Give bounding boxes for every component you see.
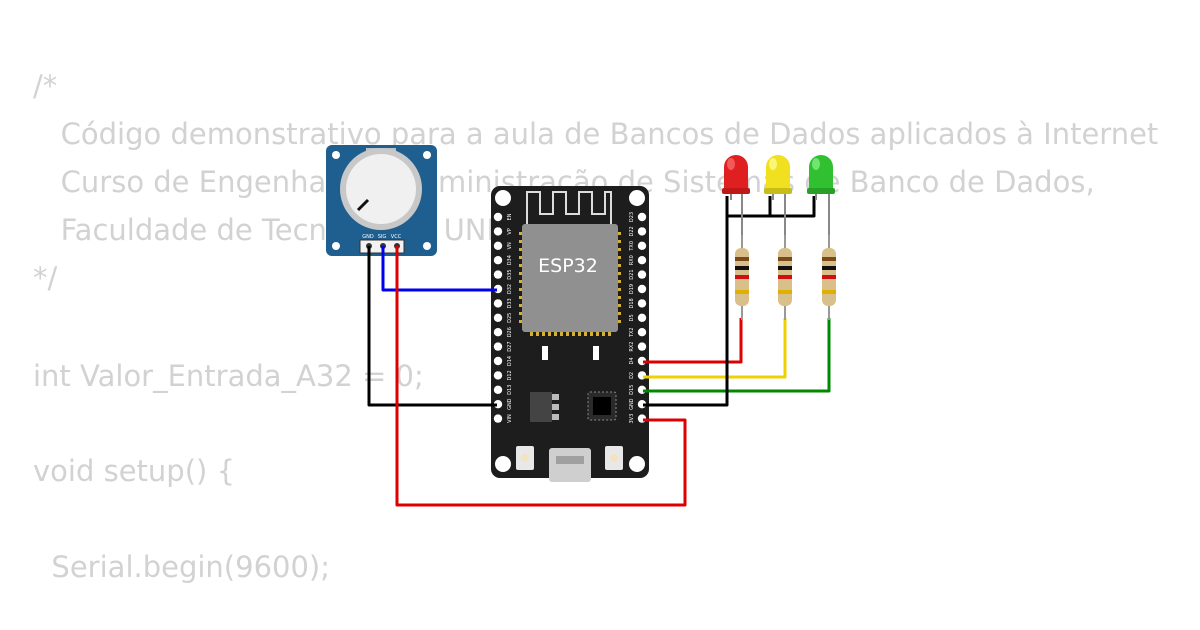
right-pin-tx2[interactable]: [637, 328, 647, 337]
left-pin-d13[interactable]: [493, 385, 503, 394]
pot-pin-label-vcc: VCC: [391, 234, 402, 240]
left-pin-label-d14: D14: [507, 356, 513, 366]
right-pin-tx0[interactable]: [637, 241, 647, 250]
left-pin-vn[interactable]: [493, 241, 503, 250]
left-pin-label-d25: D25: [507, 313, 513, 323]
esp32-module-shield: [522, 224, 618, 332]
code-line-comment-open: /*: [33, 69, 58, 103]
led-yellow[interactable]: [764, 155, 792, 235]
left-pin-label-vp: VP: [507, 228, 513, 234]
right-pin-rx0[interactable]: [637, 256, 647, 265]
usb-uart-chip: [587, 391, 617, 421]
code-line-comment-close: */: [33, 261, 58, 295]
code-line-serial-begin: Serial.begin(9600);: [33, 550, 331, 584]
left-pin-d26[interactable]: [493, 328, 503, 337]
left-pin-label-en: EN: [507, 213, 513, 220]
left-pin-label-gnd: GND: [507, 398, 513, 410]
wire-led-red[interactable]: [643, 318, 743, 364]
right-pin-label-d5: D5: [629, 314, 635, 321]
right-pin-label-3v3: 3V3: [629, 414, 635, 424]
right-pin-d19[interactable]: [637, 284, 647, 294]
right-pin-label-gnd: GND: [629, 398, 635, 410]
left-pin-d25[interactable]: [493, 313, 503, 322]
left-pin-d33[interactable]: [493, 299, 503, 308]
right-pin-label-d22: D22: [629, 226, 635, 236]
left-pin-d35[interactable]: [493, 270, 503, 279]
right-pin-label-d15: D15: [629, 385, 635, 395]
esp32-chip-label: ESP32: [538, 255, 598, 277]
left-pin-label-d34: D34: [507, 255, 513, 265]
wire-pot-sig[interactable]: [381, 246, 497, 292]
led-green[interactable]: [807, 155, 835, 235]
right-pin-label-d21: D21: [629, 269, 635, 279]
left-pin-en[interactable]: [493, 212, 503, 222]
left-pin-label-d27: D27: [507, 341, 513, 351]
left-pin-d14[interactable]: [493, 356, 503, 366]
left-pin-label-d12: D12: [507, 370, 513, 380]
left-pin-label-d13: D13: [507, 385, 513, 395]
potentiometer[interactable]: GND SIG VCC: [326, 145, 437, 256]
right-pin-d23[interactable]: [637, 212, 647, 222]
right-pin-d18[interactable]: [637, 299, 647, 308]
right-pin-label-d4: D4: [629, 357, 635, 364]
left-pin-vp[interactable]: [493, 227, 503, 236]
wire-led-yellow[interactable]: [643, 318, 787, 379]
led-red[interactable]: [722, 155, 750, 235]
right-pin-rx2[interactable]: [637, 342, 647, 351]
right-pin-label-rx2: RX2: [629, 342, 635, 352]
potentiometer-indicator: [356, 198, 370, 212]
left-pin-d12[interactable]: [493, 371, 503, 380]
right-pin-label-d23: D23: [629, 212, 635, 222]
wire-pot-gnd[interactable]: [367, 246, 497, 407]
right-pin-label-tx2: TX2: [629, 327, 635, 338]
pot-pin-label-sig: SIG: [378, 234, 387, 240]
voltage-regulator: [530, 392, 559, 422]
en-button[interactable]: [516, 446, 534, 470]
left-pin-label-vn: VN: [507, 242, 513, 249]
resistor-green-led[interactable]: [822, 235, 836, 320]
right-pin-label-d2: D2: [629, 372, 635, 379]
code-line-description: Código demonstrativo para a aula de Banc…: [33, 117, 1159, 151]
left-pin-label-vin: VIN: [507, 414, 513, 423]
boot-button[interactable]: [605, 446, 623, 470]
right-pin-label-tx0: TX0: [629, 241, 635, 252]
wire-pot-vcc[interactable]: [395, 246, 687, 507]
wire-led-green[interactable]: [643, 318, 831, 393]
left-pin-d27[interactable]: [493, 342, 503, 351]
pot-pin-label-gnd: GND: [362, 234, 374, 240]
right-pin-label-d19: D19: [629, 284, 635, 294]
right-pin-d22[interactable]: [637, 227, 647, 236]
potentiometer-knob[interactable]: [346, 154, 416, 224]
right-pin-label-rx0: RX0: [629, 255, 635, 265]
left-pin-vin[interactable]: [493, 414, 503, 423]
right-pin-label-d18: D18: [629, 298, 635, 308]
resistor-red-led[interactable]: [735, 235, 749, 320]
right-pin-d5[interactable]: [637, 313, 647, 322]
esp32-module-pads: [519, 232, 621, 336]
right-pin-d21[interactable]: [637, 270, 647, 279]
left-pin-label-d33: D33: [507, 298, 513, 308]
left-pin-label-d26: D26: [507, 327, 513, 337]
left-pin-label-d35: D35: [507, 269, 513, 279]
usb-connector: [549, 448, 591, 482]
code-editor-text: /* Código demonstrativo para a aula de B…: [33, 69, 1159, 584]
left-pin-label-d32: D32: [507, 284, 513, 294]
resistor-yellow-led[interactable]: [778, 235, 792, 320]
code-line-variable: int Valor_Entrada_A32 = 0;: [33, 359, 424, 393]
code-line-setup: void setup() {: [33, 454, 235, 488]
left-pin-d34[interactable]: [493, 256, 503, 265]
